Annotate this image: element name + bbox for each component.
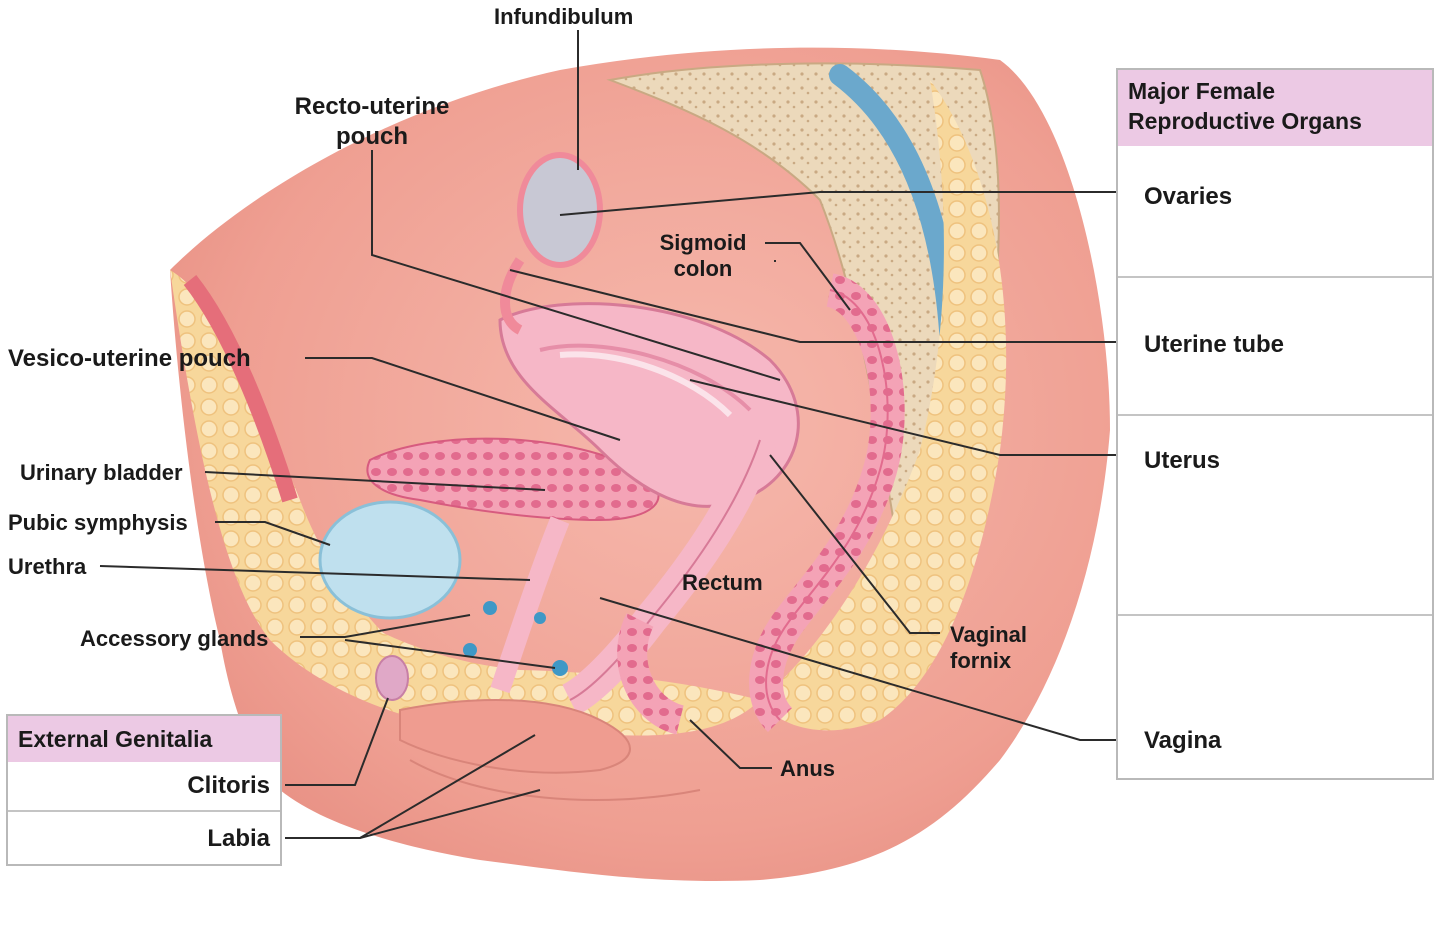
label-vaginal-fornix-line2: fornix <box>950 648 1012 673</box>
label-recto-uterine-pouch: Recto-uterine pouch <box>272 92 472 152</box>
organ-ovaries-label: Ovaries <box>1144 183 1233 210</box>
organ-row-uterus: Uterus <box>1118 414 1432 614</box>
leader-lines <box>99 30 1130 839</box>
label-vaginal-fornix-line1: Vaginal <box>950 622 1028 647</box>
label-rectum: Rectum <box>682 570 763 595</box>
label-pubic-symphysis: Pubic symphysis <box>8 510 188 535</box>
label-recto-uterine-line2: pouch <box>336 123 408 150</box>
organ-vagina-label: Vagina <box>1144 727 1222 754</box>
posterior-fat <box>760 80 1007 731</box>
major-organs-box: Major Female Reproductive Organs Ovaries… <box>1116 68 1434 780</box>
organ-uterine-tube-label: Uterine tube <box>1144 331 1285 358</box>
bladder <box>366 437 660 522</box>
label-sigmoid-line1: Sigmoid <box>659 230 747 255</box>
label-vaginal-fornix: Vaginal fornix <box>950 622 1027 674</box>
ovary <box>517 152 603 268</box>
label-vesico-uterine-pouch: Vesico-uterine pouch <box>8 345 251 372</box>
organ-row-ovaries: Ovaries <box>1118 146 1432 276</box>
label-infundibulum: Infundibulum <box>494 4 634 29</box>
labia <box>399 699 631 774</box>
major-organs-title-line1: Major Female <box>1128 78 1275 104</box>
external-genitalia-box: External Genitalia Clitoris Labia <box>6 714 282 866</box>
label-anus: Anus <box>780 756 835 781</box>
rectum-lower <box>617 613 685 735</box>
pubic-bone <box>318 500 462 620</box>
urethra-canal <box>490 516 570 694</box>
external-genitalia-header: External Genitalia <box>8 716 280 762</box>
organ-uterus-label: Uterus <box>1144 447 1221 474</box>
label-recto-uterine-line1: Recto-uterine <box>294 93 450 120</box>
external-row-labia: Labia <box>8 810 280 864</box>
clitoris <box>375 655 409 701</box>
label-accessory-glands: Accessory glands <box>80 626 269 651</box>
major-organs-title-line2: Reproductive Organs <box>1128 108 1362 134</box>
external-labia-label: Labia <box>207 825 270 852</box>
external-row-clitoris: Clitoris <box>8 762 280 810</box>
label-urinary-bladder: Urinary bladder <box>20 460 183 485</box>
major-organs-header: Major Female Reproductive Organs <box>1118 70 1432 146</box>
external-clitoris-label: Clitoris <box>187 772 270 799</box>
rectus-muscle <box>183 275 298 503</box>
organ-row-uterine-tube: Uterine tube <box>1118 276 1432 414</box>
label-sigmoid-line2: colon <box>673 256 733 281</box>
uterine-tube <box>500 257 525 335</box>
organ-row-vagina: Vagina <box>1118 614 1432 778</box>
label-urethra: Urethra <box>8 554 87 579</box>
label-sigmoid-colon: Sigmoid colon <box>648 230 758 282</box>
